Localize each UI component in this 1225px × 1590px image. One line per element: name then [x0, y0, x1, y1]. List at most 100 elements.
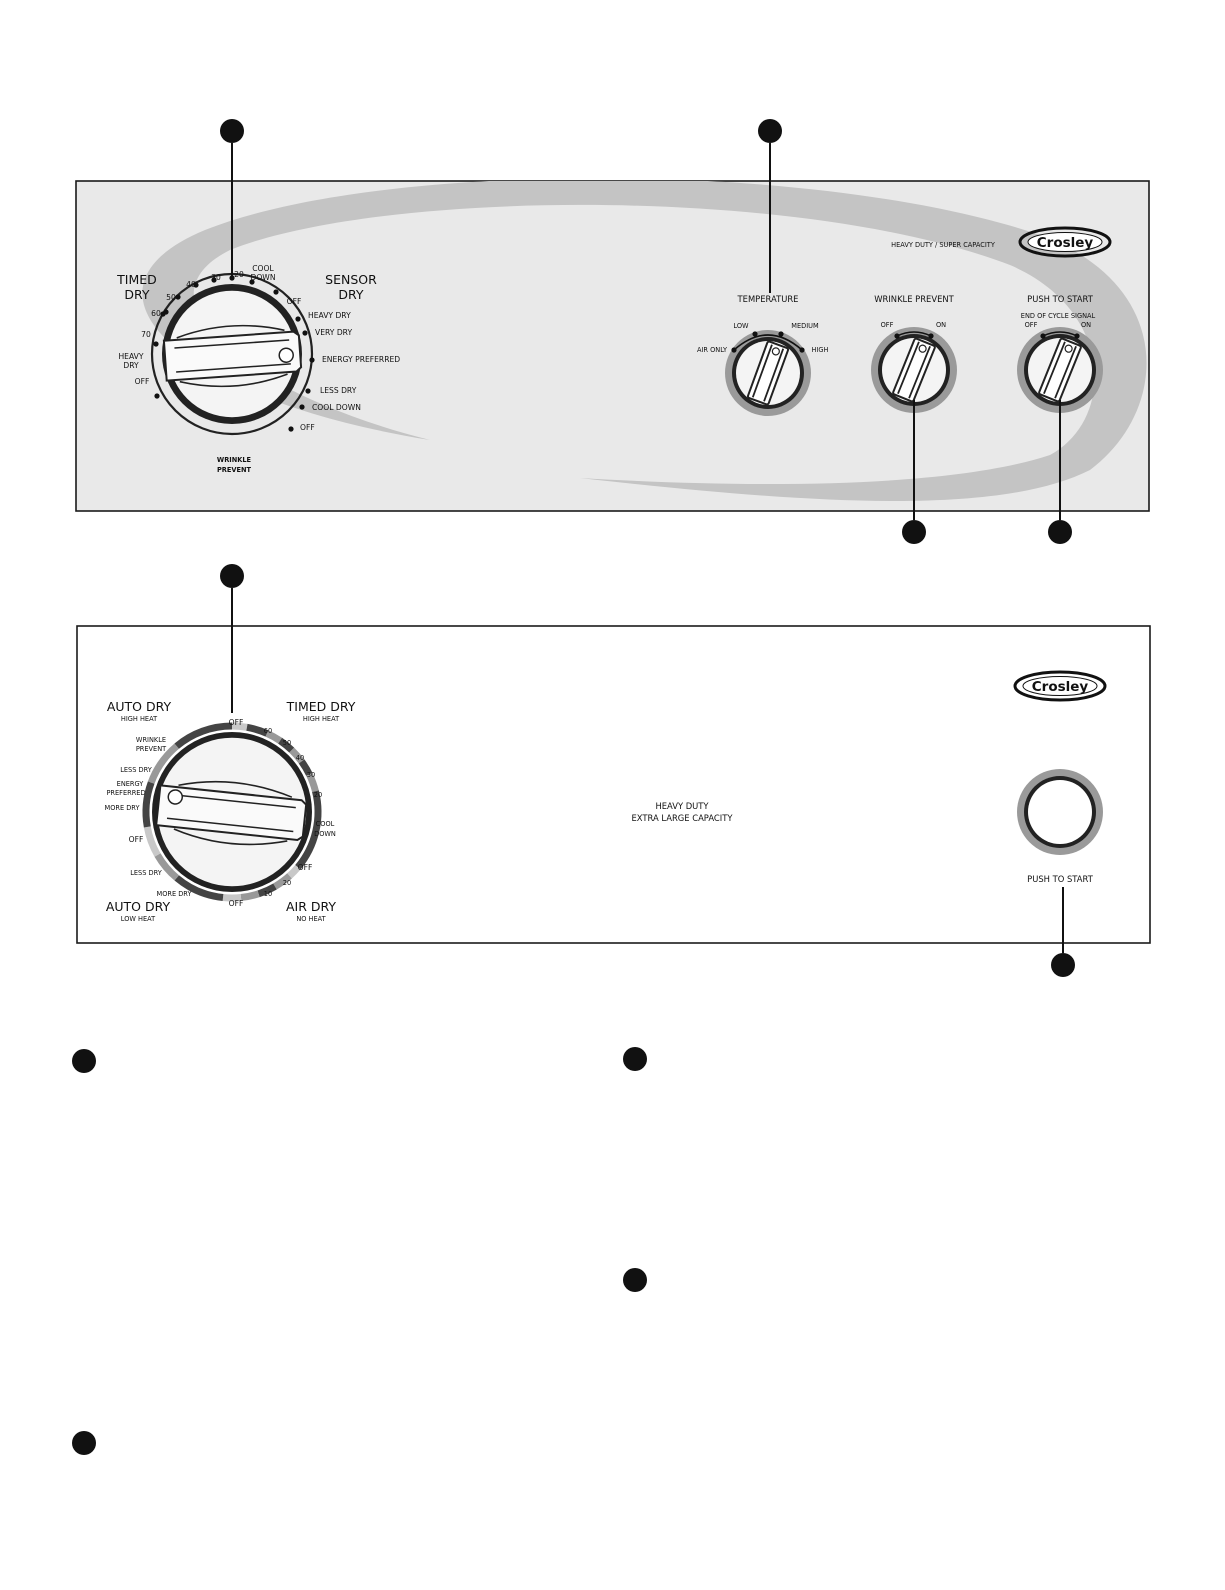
sensor-cool-down-label: COOL DOWN [312, 403, 361, 412]
temperature-high: HIGH [812, 346, 829, 354]
knob-indicator-dot [279, 348, 294, 363]
timed-mark-50: 50 [166, 293, 176, 302]
bottom-timed-mark-50: 50 [283, 739, 291, 747]
air-dry-sub: NO HEAT [296, 915, 326, 923]
dot-less-dry [305, 388, 310, 393]
dot-60 [163, 309, 168, 314]
temperature-title: TEMPERATURE [737, 294, 799, 304]
bottom-more-dry-high: MORE DRY [105, 804, 141, 812]
dot-off-bottom-right [288, 426, 293, 431]
off-top-right-label: OFF [287, 297, 302, 306]
off-left-label: OFF [135, 377, 150, 386]
dot-off-left [154, 393, 159, 398]
sensor-energy-preferred-label: ENERGY PREFERRED [322, 355, 400, 364]
description-marker-4 [623, 1268, 647, 1292]
timed-dry-title: TIMED DRY [286, 699, 356, 714]
bottom-wrinkle-prevent-1: WRINKLE [136, 736, 166, 744]
bottom-control-panel: Crosley HEAVY DUTY EXTRA LARGE CAPACITY … [77, 626, 1150, 943]
signal-on-label: ON [1081, 321, 1091, 329]
dot-cool-down-sensor [299, 404, 304, 409]
wrinkle-prevent-title: WRINKLE PREVENT [874, 294, 954, 304]
temperature-medium: MEDIUM [791, 322, 819, 330]
timed-mark-60: 60 [151, 309, 161, 318]
signal-off-label: OFF [1025, 321, 1038, 329]
callout-marker-bottom-start [1051, 953, 1075, 977]
timed-mark-20: 20 [234, 270, 244, 279]
bottom-cool-down-2: DOWN [314, 830, 336, 838]
sensor-heavy-dry-label: HEAVY DRY [308, 311, 351, 320]
push-to-start-label: PUSH TO START [1027, 874, 1094, 884]
description-marker-1 [72, 1049, 96, 1073]
sensor-dry-title-2: DRY [338, 287, 364, 302]
description-marker-3 [623, 1047, 647, 1071]
end-of-cycle-signal-label: END OF CYCLE SIGNAL [1021, 312, 1096, 320]
bottom-air-mark-10: 10 [264, 890, 272, 898]
cool-down-label-2: DOWN [250, 273, 275, 282]
push-to-start-title: PUSH TO START [1027, 294, 1094, 304]
air-dry-title: AIR DRY [286, 899, 336, 914]
bottom-cool-down-1: COOL [316, 820, 335, 828]
auto-dry-low-title: AUTO DRY [106, 899, 171, 914]
callout-marker-wrinkle [902, 520, 926, 544]
wrinkle-on-label: ON [936, 321, 946, 329]
dot-heavy-dry-sensor [295, 316, 300, 321]
sensor-dry-title-1: SENSOR [325, 272, 377, 287]
auto-dry-high-title: AUTO DRY [107, 699, 172, 714]
crosley-logo-top: Crosley [1020, 228, 1110, 256]
sensor-very-dry-label: VERY DRY [315, 328, 352, 337]
dial-segment-11 [241, 894, 259, 898]
wrinkle-off-label: OFF [881, 321, 894, 329]
description-marker-2 [72, 1431, 96, 1455]
timed-mark-70: 70 [141, 330, 151, 339]
bottom-less-dry-high: LESS DRY [120, 766, 153, 774]
crosley-logo-bottom: Crosley [1015, 672, 1105, 700]
dot-off-top-right [273, 289, 278, 294]
timed-dry-title-2: DRY [124, 287, 150, 302]
timed-dry-sub: HIGH HEAT [303, 715, 340, 723]
dot-very-dry [302, 330, 307, 335]
bottom-wrinkle-prevent-2: PREVENT [136, 745, 167, 753]
auto-dry-high-sub: HIGH HEAT [121, 715, 158, 723]
dot-50 [175, 294, 180, 299]
off-bottom-right-label: OFF [300, 423, 315, 432]
heavy-dry-label-2: DRY [123, 361, 139, 370]
callout-marker-temperature [758, 119, 782, 143]
heavy-dry-label-1: HEAVY [118, 352, 143, 361]
capacity-label-2: EXTRA LARGE CAPACITY [632, 813, 734, 823]
bottom-knob-indicator-dot [168, 789, 183, 804]
start-button-face[interactable] [1028, 780, 1092, 844]
callout-marker-bottom-dial [220, 564, 244, 588]
temperature-low: LOW [733, 322, 749, 330]
timed-mark-40: 40 [186, 280, 196, 289]
timed-mark-30: 30 [211, 273, 221, 282]
bottom-more-dry-low: MORE DRY [157, 890, 193, 898]
bottom-energy-preferred-1: ENERGY [117, 780, 145, 788]
wrinkle-prevent-label-2: PREVENT [217, 466, 252, 474]
brand-name: Crosley [1037, 235, 1094, 251]
callout-marker-cycle-dial [220, 119, 244, 143]
bottom-timed-mark-60: 60 [264, 727, 272, 735]
bottom-off-right: OFF [298, 863, 313, 872]
bottom-timed-mark-20: 20 [314, 791, 322, 799]
push-to-start-button[interactable] [1017, 769, 1103, 855]
top-control-panel: Crosley HEAVY DUTY / SUPER CAPACITY [76, 178, 1149, 511]
bottom-timed-mark-40: 40 [296, 754, 304, 762]
push-to-start-control: PUSH TO START END OF CYCLE SIGNAL OFF ON [1017, 294, 1103, 413]
sensor-less-dry-label: LESS DRY [320, 386, 357, 395]
bottom-off-left: OFF [129, 835, 144, 844]
auto-dry-low-sub: LOW HEAT [121, 915, 156, 923]
bottom-off-top: OFF [229, 718, 244, 727]
bottom-energy-preferred-2: PREFERRED [106, 789, 145, 797]
timed-dry-title-1: TIMED [116, 272, 157, 287]
description-markers [72, 1047, 647, 1455]
bottom-air-mark-20: 20 [283, 879, 291, 887]
wrinkle-prevent-label-1: WRINKLE [217, 456, 252, 464]
bottom-off-bottom: OFF [229, 899, 244, 908]
bottom-timed-mark-30: 30 [307, 771, 315, 779]
dot-heavy-dry [153, 341, 158, 346]
dot-energy-preferred [309, 357, 314, 362]
tagline: HEAVY DUTY / SUPER CAPACITY [891, 241, 996, 249]
bottom-less-dry-low: LESS DRY [130, 869, 163, 877]
